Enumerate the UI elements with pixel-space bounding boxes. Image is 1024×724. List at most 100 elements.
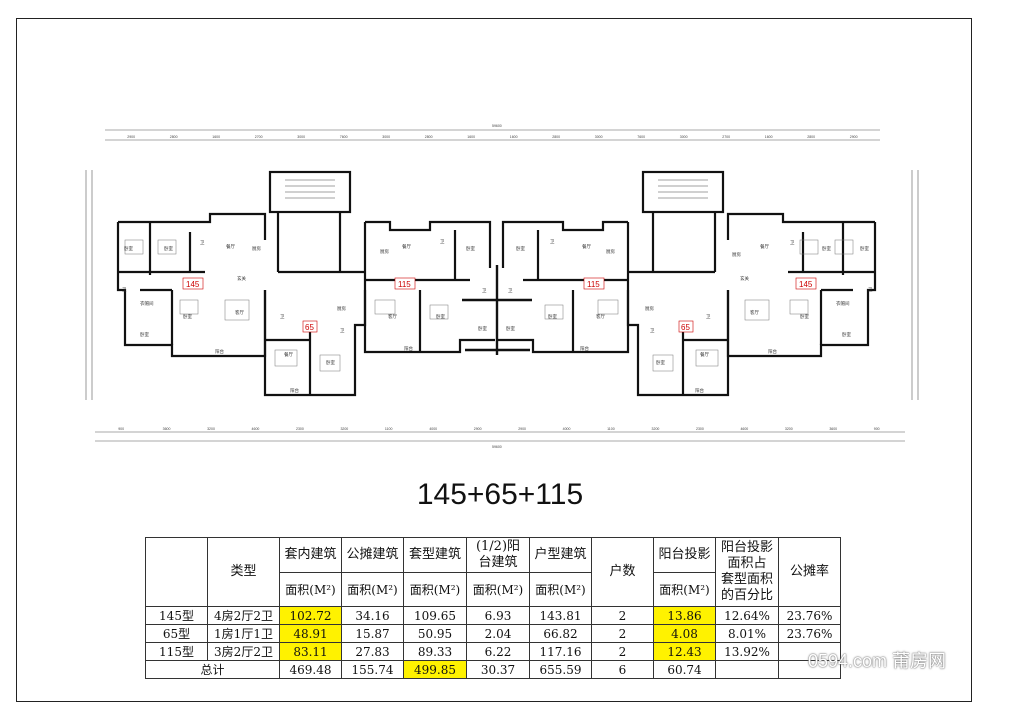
dimension-label: 4600 [252,427,260,431]
room-label: 厨房 [645,305,654,312]
room-label: 衣帽间 [836,300,850,307]
unit-tag-115-right: 115 [587,280,600,289]
cell-balcony-proj: 12.43 [653,642,716,661]
header-type: 类型 [207,537,280,607]
dimension-label: 4000 [429,427,437,431]
unit-tag-65-left: 65 [305,323,314,332]
cell-suite: 89.33 [403,642,467,661]
room-label: 阳台 [290,387,299,394]
cell-rate: 23.76% [778,624,841,643]
room-label: 卧室 [506,325,515,332]
room-label: 卫 [440,239,445,244]
room-label: 客厅 [388,313,397,320]
header-unit: 户型建筑 [529,537,592,573]
header-suite: 套型建筑 [403,537,467,573]
total-balcony-half: 30.37 [466,660,530,679]
dimension-label: 900 [118,427,124,431]
area-table: 类型 套内建筑 公摊建筑 套型建筑 (1/2)阳台建筑 户型建筑 户数 阳台投影… [145,537,841,679]
unit-tag-65-right: 65 [681,323,690,332]
cell-balcony-half: 6.22 [466,642,530,661]
dimension-label: 3200 [652,427,660,431]
total-dimension-bottom: 59600 [492,445,502,449]
room-label: 卧室 [860,245,869,252]
header-balcony-half-line1: (1/2)阳 [475,539,521,554]
cell-pct: 8.01% [715,624,779,643]
cell-unit: 117.16 [529,642,592,661]
cell-layout: 1房1厅1卫 [207,624,280,643]
bottom-dimension-line [95,431,905,442]
cell-shared: 15.87 [341,624,404,643]
cell-pct: 13.92% [715,642,779,661]
dimension-label: 2300 [296,427,304,431]
table-row: 115型 3房2厅2卫 83.11 27.83 89.33 6.22 117.1… [145,642,841,661]
room-label: 卧室 [842,331,851,338]
dimension-label: 1600 [765,135,773,139]
room-label: 卧室 [326,359,335,366]
cell-rate: 23.76% [778,606,841,625]
cell-unit: 143.81 [529,606,592,625]
room-label: 卧室 [516,245,525,252]
dimension-label: 2900 [850,135,858,139]
total-count: 6 [591,660,654,679]
room-label: 阳台 [404,345,413,352]
stair-hatching [285,179,708,199]
dimension-label: 7600 [637,135,645,139]
unit-shared: 面积(M²) [341,572,404,607]
room-label: 玄关 [237,275,246,282]
room-label: 厨房 [606,248,615,255]
cell-balcony-half: 2.04 [466,624,530,643]
dimension-label: 2300 [696,427,704,431]
cell-count: 2 [591,606,654,625]
room-label: 厨房 [380,248,389,255]
header-inner: 套内建筑 [279,537,342,573]
room-label: 卫 [706,314,711,319]
unit-unit: 面积(M²) [529,572,592,607]
room-label: 卧室 [800,313,809,320]
cell-inner: 48.91 [279,624,342,643]
dimension-label: 1600 [212,135,220,139]
dimension-label: 2700 [255,135,263,139]
room-label: 卧室 [466,245,475,252]
header-balcony-half-line2: 台建筑 [478,555,518,570]
unit-inner: 面积(M²) [279,572,342,607]
room-label: 卧室 [183,313,192,320]
total-label: 总计 [145,660,280,679]
room-label: 餐厅 [226,243,235,250]
room-label: 卫 [122,287,127,292]
room-label: 客厅 [596,313,605,320]
cell-suite: 50.95 [403,624,467,643]
dimension-label: 2800 [170,135,178,139]
room-label: 卫 [200,240,205,245]
room-label: 卫 [868,287,873,292]
room-label: 卧室 [656,359,665,366]
room-label: 卫 [550,239,555,244]
room-label: 卫 [280,314,285,319]
table-row: 65型 1房1厅1卫 48.91 15.87 50.95 2.04 66.82 … [145,624,841,643]
dimension-label: 2900 [474,427,482,431]
total-pct [715,660,779,679]
cell-balcony-proj: 13.86 [653,606,716,625]
room-labels: 卧室 卧室 卫 餐厅 厨房 卧室 客厅 卧室 衣帽间 阳台 玄关 卫 厨房 餐厅… [122,239,873,394]
header-blank [145,537,208,607]
cell-suite: 109.65 [403,606,467,625]
total-suite: 499.85 [403,660,467,679]
dimension-label: 1600 [510,135,518,139]
cell-unit: 66.82 [529,624,592,643]
room-label: 卧室 [478,325,487,332]
header-balcony-half: (1/2)阳台建筑 [466,537,530,573]
cell-type: 65型 [145,624,208,643]
room-label: 客厅 [235,309,244,316]
room-label: 卧室 [124,245,133,252]
room-label: 厨房 [252,245,261,252]
header-pct-line3: 套型面积 [720,572,773,587]
room-label: 衣帽间 [140,300,154,307]
cell-count: 2 [591,642,654,661]
header-pct-line2: 面积占 [727,556,767,571]
room-label: 餐厅 [402,243,411,250]
room-label: 阳台 [580,345,589,352]
total-inner: 469.48 [279,660,342,679]
room-label: 卫 [508,288,513,293]
dimension-label: 3000 [297,135,305,139]
dimension-label: 900 [874,427,880,431]
